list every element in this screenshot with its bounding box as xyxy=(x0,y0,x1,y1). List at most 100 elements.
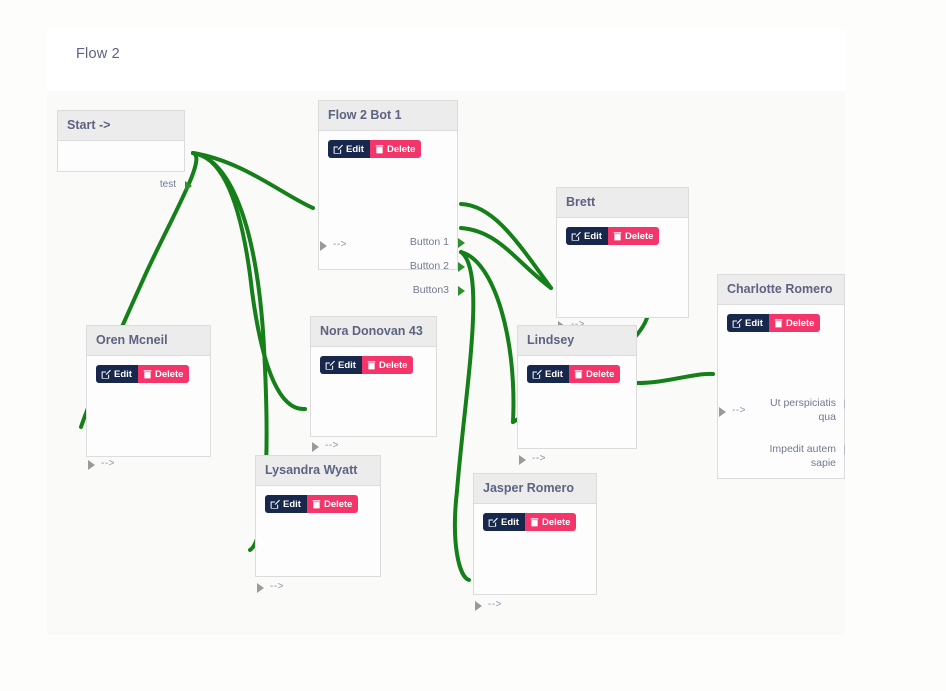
node-title-flow2bot1: Flow 2 Bot 1 xyxy=(319,101,457,131)
node-body-nora: Edit Delete --> xyxy=(311,347,436,452)
pencil-square-icon xyxy=(101,369,111,379)
edit-button[interactable]: Edit xyxy=(328,140,370,158)
node-title-lindsey: Lindsey xyxy=(518,326,636,356)
edit-button-label: Edit xyxy=(114,368,132,380)
trash-icon xyxy=(367,361,376,370)
flow-node-start[interactable]: Start -> test xyxy=(57,110,192,191)
delete-button[interactable]: Delete xyxy=(306,495,359,513)
flow-edge xyxy=(191,151,315,210)
output-port-label: Ut perspiciatis qua xyxy=(770,397,836,423)
edit-button[interactable]: Edit xyxy=(483,513,525,531)
output-port-marker xyxy=(844,399,845,409)
node-action-row: Edit Delete xyxy=(718,305,844,332)
output-port-marker xyxy=(458,262,465,272)
delete-button-label: Delete xyxy=(323,498,353,510)
input-port-charlotte-0[interactable]: --> xyxy=(719,405,746,417)
edit-button[interactable]: Edit xyxy=(527,365,569,383)
flow-edge xyxy=(459,250,516,424)
output-port-flow2bot1-2[interactable]: Button3 xyxy=(412,283,465,297)
output-port-label: Impedit autem sapie xyxy=(769,443,836,469)
delete-button[interactable]: Delete xyxy=(768,314,821,332)
input-port-label: --> xyxy=(333,239,347,250)
delete-button[interactable]: Delete xyxy=(607,227,660,245)
trash-icon xyxy=(312,500,321,509)
flow-node-nora[interactable]: Nora Donovan 43 Edit Delete --> xyxy=(310,316,437,452)
node-title-nora: Nora Donovan 43 xyxy=(311,317,436,347)
delete-button-label: Delete xyxy=(585,368,615,380)
node-body-start: test xyxy=(58,141,192,191)
pencil-square-icon xyxy=(488,517,498,527)
edit-button-label: Edit xyxy=(545,368,563,380)
page-title: Flow 2 xyxy=(76,46,120,62)
delete-button-label: Delete xyxy=(624,230,654,242)
trash-icon xyxy=(143,370,152,379)
output-port-charlotte-0[interactable]: Ut perspiciatis qua xyxy=(760,396,845,424)
node-title-charlotte: Charlotte Romero xyxy=(718,275,844,305)
output-port-charlotte-1[interactable]: Impedit autem sapie xyxy=(760,442,845,470)
edit-button-label: Edit xyxy=(346,143,364,155)
trash-icon xyxy=(530,518,539,527)
output-port-label: Button3 xyxy=(412,284,449,296)
node-title-oren: Oren Mcneil xyxy=(87,326,210,356)
delete-button[interactable]: Delete xyxy=(524,513,577,531)
delete-button-label: Delete xyxy=(378,359,408,371)
input-port-marker xyxy=(257,583,264,593)
flow-edge xyxy=(452,250,476,582)
delete-button[interactable]: Delete xyxy=(137,365,190,383)
input-port-label: --> xyxy=(101,458,115,469)
delete-button-label: Delete xyxy=(154,368,184,380)
output-port-marker xyxy=(844,445,845,455)
output-port-marker xyxy=(458,286,465,296)
edit-button-label: Edit xyxy=(283,498,301,510)
input-port-marker xyxy=(719,407,726,417)
pencil-square-icon xyxy=(325,360,335,370)
delete-button[interactable]: Delete xyxy=(369,140,422,158)
edit-button[interactable]: Edit xyxy=(320,356,362,374)
input-port-nora-0[interactable]: --> xyxy=(312,440,339,452)
flow-edge xyxy=(459,226,553,290)
node-body-flow2bot1: Edit Delete --> Button 1 Button 2 Button3 xyxy=(319,131,465,296)
node-action-row: Edit Delete xyxy=(518,356,636,383)
trash-icon xyxy=(375,145,384,154)
pencil-square-icon xyxy=(333,144,343,154)
node-action-row: Edit Delete xyxy=(256,486,380,513)
output-port-start-0[interactable]: test xyxy=(160,179,192,191)
output-port-flow2bot1-1[interactable]: Button 2 xyxy=(410,259,465,273)
pencil-square-icon xyxy=(532,369,542,379)
delete-button[interactable]: Delete xyxy=(361,356,414,374)
input-port-flow2bot1-0[interactable]: --> xyxy=(320,239,347,251)
trash-icon xyxy=(774,319,783,328)
delete-button[interactable]: Delete xyxy=(568,365,621,383)
input-port-jasper-0[interactable]: --> xyxy=(475,599,502,611)
edit-button-label: Edit xyxy=(745,317,763,329)
input-port-lindsey-0[interactable]: --> xyxy=(519,453,546,465)
flow-edge xyxy=(459,202,553,290)
edit-button[interactable]: Edit xyxy=(566,227,608,245)
flow-edge xyxy=(635,371,715,385)
flow-node-flow2bot1[interactable]: Flow 2 Bot 1 Edit Delete --> Button 1 Button … xyxy=(318,100,465,296)
trash-icon xyxy=(613,232,622,241)
input-port-lysandra-0[interactable]: --> xyxy=(257,581,284,593)
output-port-flow2bot1-0[interactable]: Button 1 xyxy=(410,235,465,249)
input-port-label: --> xyxy=(732,405,746,416)
node-title-start: Start -> xyxy=(58,111,184,141)
edit-button-label: Edit xyxy=(338,359,356,371)
node-body-lindsey: Edit Delete --> xyxy=(518,356,636,465)
edit-button-label: Edit xyxy=(584,230,602,242)
input-port-marker xyxy=(519,455,526,465)
node-title-lysandra: Lysandra Wyatt xyxy=(256,456,380,486)
input-port-oren-0[interactable]: --> xyxy=(88,458,115,470)
edit-button[interactable]: Edit xyxy=(727,314,769,332)
node-action-row: Edit Delete xyxy=(311,347,436,374)
edit-button[interactable]: Edit xyxy=(96,365,138,383)
edit-button[interactable]: Edit xyxy=(265,495,307,513)
